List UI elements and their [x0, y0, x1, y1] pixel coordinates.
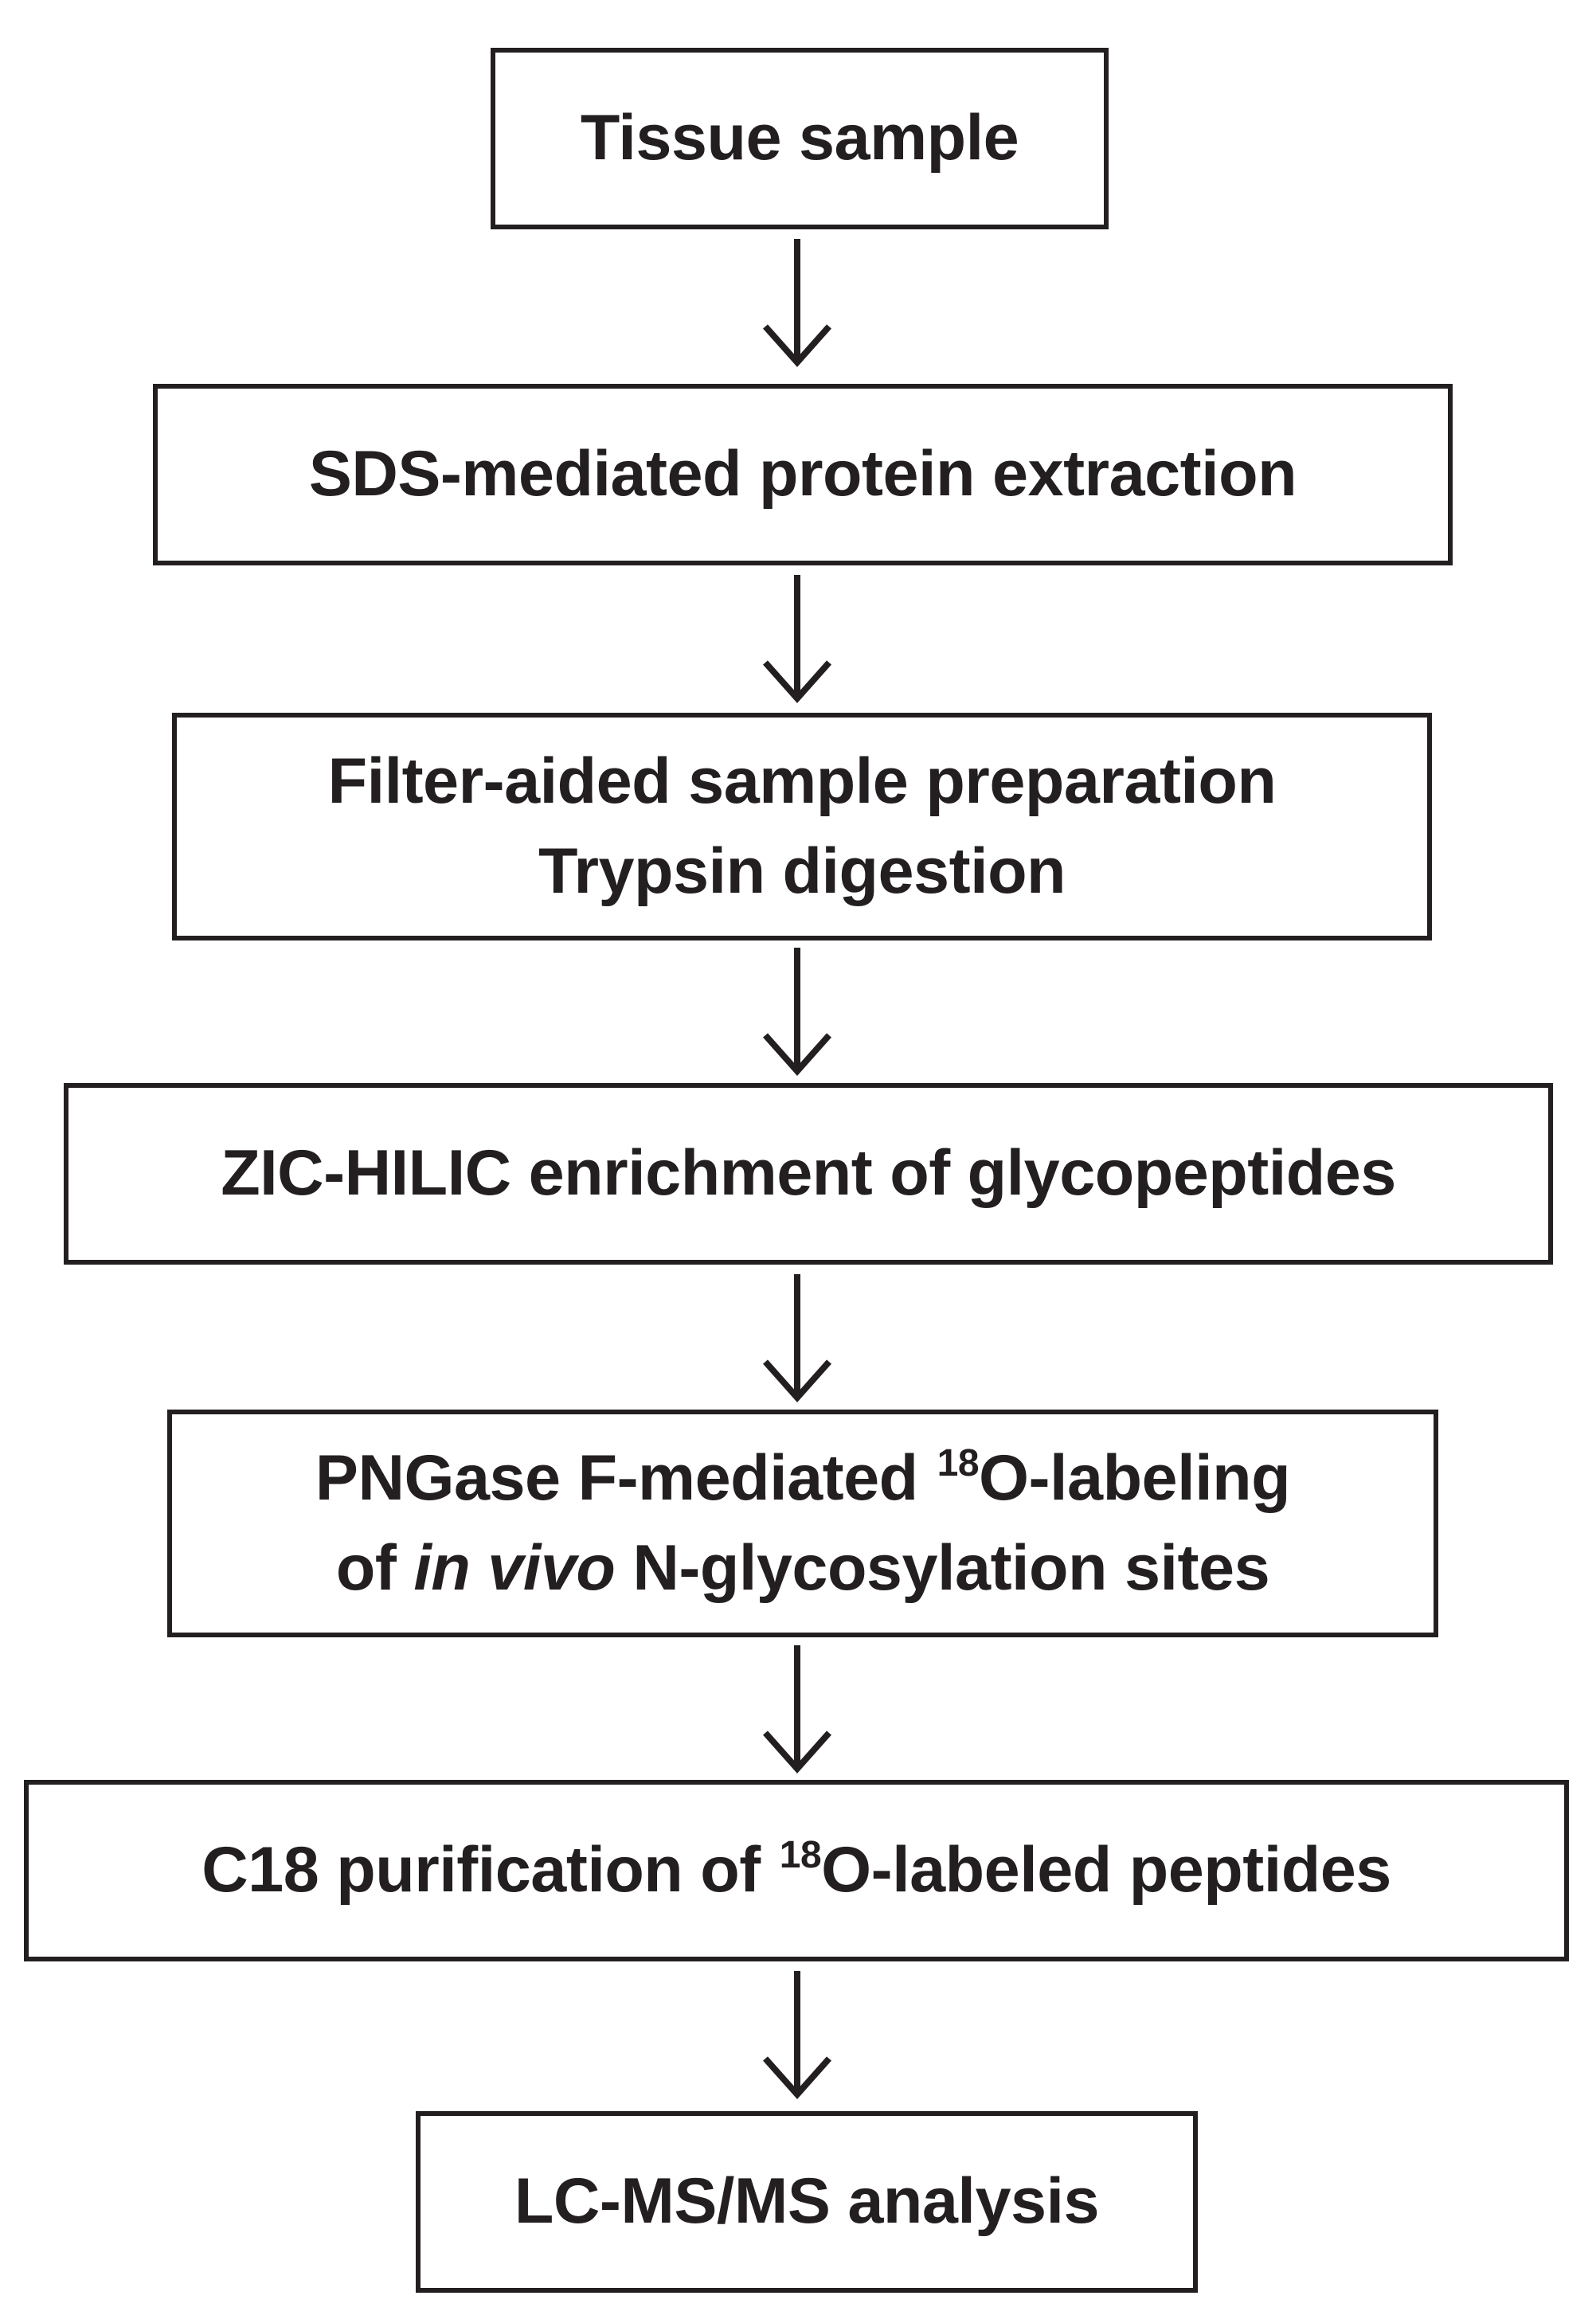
- step-tissue-sample: Tissue sample: [491, 48, 1109, 229]
- step-lc-msms-analysis: LC-MS/MS analysis: [416, 2111, 1198, 2293]
- step-fasp-digestion: Filter-aided sample preparation Trypsin …: [172, 713, 1432, 941]
- step-pngase-labeling: PNGase F-mediated 18O-labeling of in viv…: [167, 1410, 1438, 1637]
- step-label: Tissue sample: [580, 102, 1019, 174]
- arrow-down-icon: [763, 1645, 831, 1774]
- step-sds-extraction: SDS-mediated protein extraction: [153, 384, 1453, 565]
- step-label: LC-MS/MS analysis: [514, 2165, 1100, 2238]
- step-zic-hilic-enrichment: ZIC-HILIC enrichment of glycopeptides: [64, 1083, 1553, 1265]
- italic-in-vivo: in vivo: [413, 1532, 616, 1604]
- step-label-line-2: of in vivo N-glycosylation sites: [335, 1532, 1270, 1604]
- step-label: SDS-mediated protein extraction: [308, 438, 1297, 510]
- step-label-line-1: PNGase F-mediated 18O-labeling: [315, 1441, 1291, 1514]
- superscript-isotope: 18: [937, 1441, 980, 1484]
- arrow-down-icon: [763, 239, 831, 368]
- step-label: C18 purification of 18O-labeled peptides: [201, 1834, 1391, 1906]
- superscript-isotope: 18: [779, 1834, 822, 1877]
- arrow-down-icon: [763, 575, 831, 704]
- arrow-down-icon: [763, 948, 831, 1077]
- step-c18-purification: C18 purification of 18O-labeled peptides: [24, 1780, 1569, 1961]
- arrow-down-icon: [763, 1971, 831, 2100]
- step-label-line-2: Trypsin digestion: [538, 835, 1066, 907]
- step-label-line-1: Filter-aided sample preparation: [327, 745, 1277, 817]
- arrow-down-icon: [763, 1274, 831, 1403]
- step-label: ZIC-HILIC enrichment of glycopeptides: [221, 1137, 1396, 1210]
